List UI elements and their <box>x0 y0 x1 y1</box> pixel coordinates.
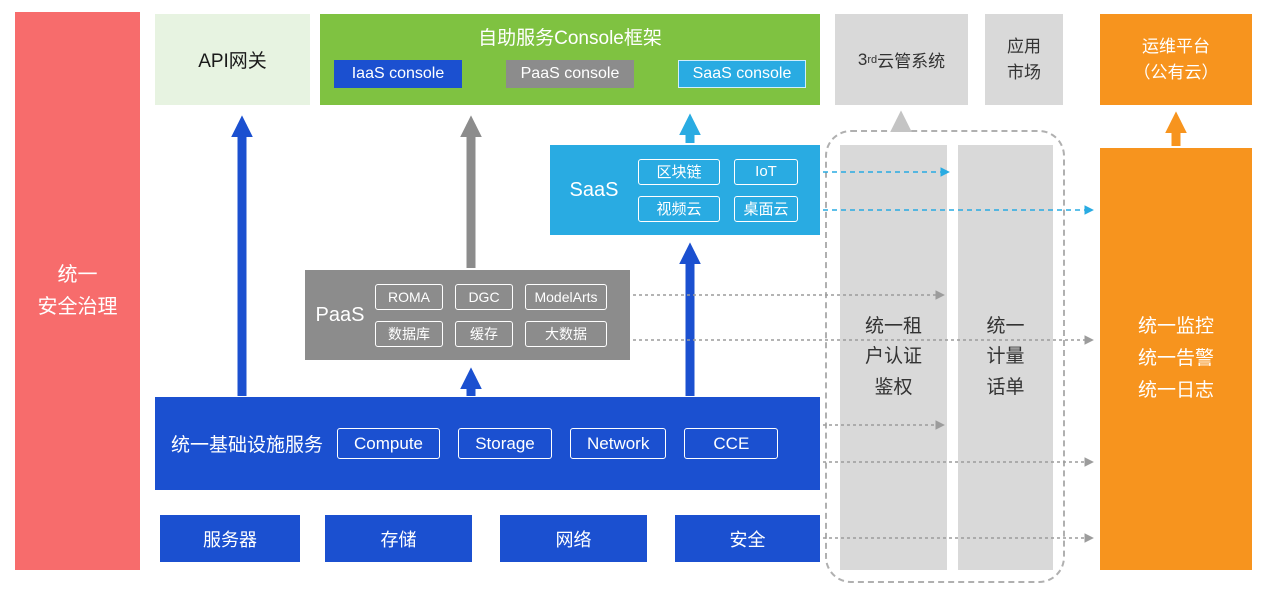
saas-console-button: SaaS console <box>678 60 806 88</box>
storage-box: 存储 <box>325 515 472 562</box>
iaas-layer-box: 统一基础设施服务 Compute Storage Network CCE <box>155 397 820 490</box>
tenant-auth-bar: 统一租 户认证 鉴权 <box>840 145 947 570</box>
paas-layer-label: PaaS <box>315 303 365 326</box>
paas-chip-dgc: DGC <box>455 283 513 310</box>
security-governance-bar: 统一 安全治理 <box>15 12 140 570</box>
iaas-chip-compute: Compute <box>337 428 440 459</box>
iaas-chips-row: Compute Storage Network CCE <box>337 428 779 459</box>
paas-chip-cache: 缓存 <box>455 320 513 347</box>
om-platform-box: 运维平台 （公有云） <box>1100 14 1252 105</box>
paas-chips-grid: ROMA DGC ModelArts 数据库 缓存 大数据 <box>375 283 607 347</box>
saas-layer-label: SaaS <box>569 178 619 201</box>
iaas-chip-network: Network <box>570 428 667 459</box>
iaas-chip-storage: Storage <box>458 428 552 459</box>
paas-layer-box: PaaS ROMA DGC ModelArts 数据库 缓存 大数据 <box>305 270 630 360</box>
monitoring-alarm-log-bar: 统一监控 统一告警 统一日志 <box>1100 148 1252 570</box>
paas-console-button: PaaS console <box>506 60 634 88</box>
iaas-layer-label: 统一基础设施服务 <box>171 435 324 456</box>
console-framework-box: 自助服务Console框架 IaaS console PaaS console … <box>320 14 820 105</box>
console-buttons-row: IaaS console PaaS console SaaS console <box>320 50 820 88</box>
saas-chip-iot: IoT <box>734 158 798 185</box>
security-box: 安全 <box>675 515 820 562</box>
paas-chip-bigdata: 大数据 <box>525 320 607 347</box>
paas-chip-database: 数据库 <box>375 320 443 347</box>
third-party-superscript: rd <box>867 53 878 66</box>
network-box: 网络 <box>500 515 647 562</box>
iaas-chip-cce: CCE <box>684 428 779 459</box>
saas-chip-desktop-cloud: 桌面云 <box>734 195 798 222</box>
api-gateway-box: API网关 <box>155 14 310 105</box>
third-party-text: 云管系统 <box>877 52 946 71</box>
saas-chip-blockchain: 区块链 <box>638 158 720 185</box>
saas-layer-box: SaaS 区块链 IoT 视频云 桌面云 <box>550 145 820 235</box>
iaas-console-button: IaaS console <box>334 60 462 88</box>
paas-chip-roma: ROMA <box>375 283 443 310</box>
console-framework-title: 自助服务Console框架 <box>478 28 662 49</box>
metering-billing-bar: 统一 计量 话单 <box>958 145 1053 570</box>
server-box: 服务器 <box>160 515 300 562</box>
third-party-prefix: 3 <box>857 49 868 69</box>
saas-chips-grid: 区块链 IoT 视频云 桌面云 <box>638 158 798 222</box>
saas-chip-video-cloud: 视频云 <box>638 195 720 222</box>
shared-services-dashed-container <box>825 130 1065 583</box>
app-market-box: 应用 市场 <box>985 14 1063 105</box>
paas-chip-modelarts: ModelArts <box>525 283 607 310</box>
